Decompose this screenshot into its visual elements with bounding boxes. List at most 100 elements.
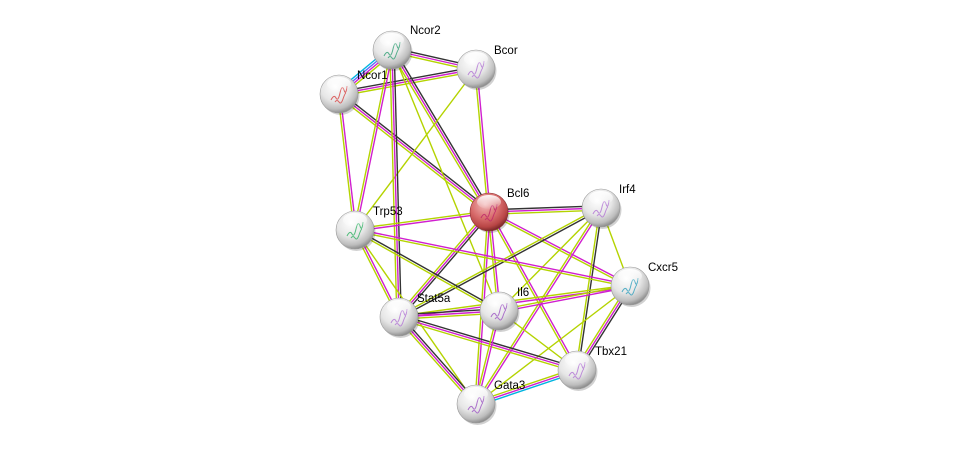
edge-ncor2-stat5a[interactable]	[389, 49, 402, 318]
node-stat5a[interactable]: Stat5a	[379, 293, 451, 338]
protein-structure-icon	[490, 302, 508, 321]
edge-bcl6-tbx21[interactable]	[487, 211, 579, 371]
edge-line-textmining	[353, 49, 392, 230]
edge-line-experimental	[476, 208, 603, 405]
node-label: Irf4	[619, 184, 636, 196]
edge-line-textmining	[337, 95, 489, 215]
protein-structure-icon	[383, 41, 401, 60]
edge-line-experimental	[391, 49, 400, 318]
edge-ncor1-trp53[interactable]	[337, 93, 357, 231]
edge-line-experimental	[398, 316, 578, 371]
edge-trp53-il6[interactable]	[354, 228, 500, 313]
edge-line-textmining	[498, 207, 602, 312]
protein-structure-icon	[467, 395, 485, 414]
edge-line-textmining	[575, 207, 601, 370]
node-highlight	[464, 52, 488, 66]
edge-ncor2-trp53[interactable]	[353, 49, 394, 231]
node-gata3[interactable]: Gata3	[456, 380, 525, 425]
protein-structure-icon	[568, 361, 586, 380]
edge-bcl6-stat5a[interactable]	[396, 210, 492, 319]
node-tbx21[interactable]: Tbx21	[557, 346, 627, 391]
node-highlight	[589, 191, 613, 205]
edge-line-experimental	[489, 211, 579, 370]
edge-line-experimental	[355, 50, 394, 231]
edge-cxcr5-il6[interactable]	[498, 284, 631, 313]
node-irf4[interactable]: Irf4	[581, 184, 636, 229]
edge-line-textmining	[475, 285, 631, 405]
node-highlight	[477, 195, 501, 209]
protein-structure-icon	[467, 60, 485, 79]
edge-line-experimental	[489, 210, 631, 286]
edge-line-textmining	[391, 49, 500, 312]
edge-line-textmining	[354, 68, 477, 231]
node-label: Stat5a	[417, 293, 451, 305]
edge-cxcr5-gata3[interactable]	[475, 285, 631, 405]
node-label: Gata3	[494, 380, 525, 392]
edge-ncor2-il6[interactable]	[391, 49, 500, 312]
edge-line-textmining	[337, 94, 355, 231]
edge-line-textmining	[398, 206, 601, 317]
edge-irf4-il6[interactable]	[498, 207, 602, 312]
edge-line-experimental	[355, 212, 490, 232]
edge-line-coexpression	[399, 314, 578, 369]
node-bcl6[interactable]: Bcl6	[469, 188, 529, 233]
protein-structure-icon	[346, 221, 364, 240]
node-highlight	[565, 353, 589, 367]
edge-trp53-cxcr5[interactable]	[354, 228, 631, 288]
node-highlight	[387, 300, 411, 314]
edge-bcor-trp53[interactable]	[354, 68, 477, 231]
edge-line-textmining	[398, 318, 577, 373]
node-highlight	[618, 269, 642, 283]
edge-line-coexpression	[577, 208, 603, 371]
edge-line-coexpression	[393, 48, 492, 212]
node-label: Cxcr5	[648, 262, 678, 274]
protein-structure-icon	[480, 203, 498, 222]
node-trp53[interactable]: Trp53	[335, 206, 403, 251]
edge-line-textmining	[396, 317, 475, 406]
edge-line-textmining	[487, 212, 577, 371]
edge-line-experimental	[476, 68, 491, 212]
edge-line-coexpression	[355, 228, 500, 311]
edge-bcor-bcl6[interactable]	[474, 68, 491, 213]
edge-line-textmining	[354, 230, 630, 288]
edge-line-experimental	[499, 286, 631, 313]
edge-line-textmining	[354, 210, 489, 230]
node-highlight	[487, 294, 511, 308]
protein-structure-icon	[330, 85, 348, 104]
edge-line-coexpression	[393, 49, 402, 317]
node-il6[interactable]: Il6	[479, 287, 529, 332]
node-highlight	[343, 213, 367, 227]
edge-bcl6-trp53[interactable]	[354, 210, 490, 232]
node-bcor[interactable]: Bcor	[456, 45, 518, 90]
node-highlight	[327, 77, 351, 91]
node-highlight	[464, 387, 488, 401]
edge-line-experimental	[391, 49, 490, 213]
node-label: Tbx21	[595, 346, 627, 358]
edge-line-experimental	[355, 228, 631, 286]
edge-ncor1-bcl6[interactable]	[337, 91, 491, 215]
edge-line-experimental	[398, 211, 490, 318]
edge-line-textmining	[498, 284, 630, 311]
edge-stat5a-tbx21[interactable]	[398, 314, 578, 373]
node-label: Ncor1	[357, 70, 388, 82]
edge-irf4-tbx21[interactable]	[575, 207, 603, 371]
edge-line-textmining	[389, 50, 398, 318]
edge-ncor2-bcl6[interactable]	[389, 48, 492, 214]
edge-line-coexpression	[400, 212, 492, 319]
node-ncor1[interactable]: Ncor1	[319, 70, 388, 115]
node-ncor2[interactable]: Ncor2	[372, 25, 441, 71]
edge-line-experimental	[338, 93, 490, 213]
edge-stat5a-gata3[interactable]	[396, 315, 479, 406]
protein-structure-icon	[390, 308, 408, 327]
node-label: Il6	[517, 287, 529, 299]
node-label: Ncor2	[410, 25, 441, 37]
edge-irf4-stat5a[interactable]	[398, 206, 602, 319]
edge-line-experimental	[339, 93, 357, 230]
node-cxcr5[interactable]: Cxcr5	[610, 262, 678, 307]
node-label: Bcl6	[507, 188, 529, 200]
node-highlight	[380, 33, 404, 47]
node-label: Bcor	[494, 45, 518, 57]
edge-line-textmining	[474, 69, 489, 213]
protein-structure-icon	[592, 199, 610, 218]
